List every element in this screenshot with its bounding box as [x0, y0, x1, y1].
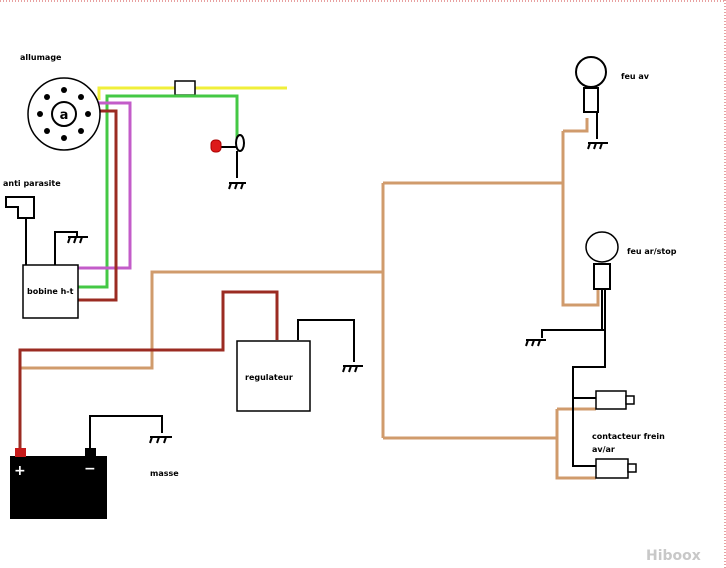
regulateur-box	[236, 340, 311, 412]
horn-icon	[210, 134, 245, 178]
tan-wires	[20, 118, 600, 480]
switch-icon-upper	[595, 390, 635, 410]
label-bobine-ht: bobine h-t	[27, 287, 74, 296]
bobine-ht-box	[22, 264, 79, 319]
ground-icon	[67, 142, 608, 444]
watermark: Hiboox	[646, 548, 701, 564]
label-contacteur-frein: contacteur frein	[592, 432, 665, 441]
label-feu-ar-stop: feu ar/stop	[627, 247, 677, 256]
red-battery-wire	[18, 290, 279, 452]
green-wire	[78, 94, 239, 289]
lamp-icon-feu-av	[575, 56, 607, 113]
battery-plus-label: +	[14, 463, 26, 479]
lamp-icon-feu-ar-stop	[585, 231, 619, 290]
label-regulateur: regulateur	[245, 373, 293, 382]
switch-icon-lower	[595, 458, 637, 479]
black-wires	[25, 111, 606, 467]
label-masse: masse	[150, 469, 179, 478]
dark-red-coil-wire	[78, 109, 118, 302]
svg-text:a: a	[60, 108, 69, 123]
label-allumage: allumage	[20, 53, 62, 62]
magenta-wire	[78, 101, 132, 270]
yellow-wire	[97, 86, 175, 100]
label-feu-av: feu av	[621, 72, 650, 81]
label-anti-parasite: anti parasite	[3, 179, 61, 188]
battery-icon	[10, 448, 107, 519]
fuse	[174, 80, 196, 96]
label-contacteur-frein-av-ar: av/ar	[592, 445, 615, 454]
anti-parasite-icon	[5, 196, 35, 219]
ignition-rotor-icon: a	[27, 77, 101, 151]
battery-minus-label: −	[84, 461, 96, 477]
